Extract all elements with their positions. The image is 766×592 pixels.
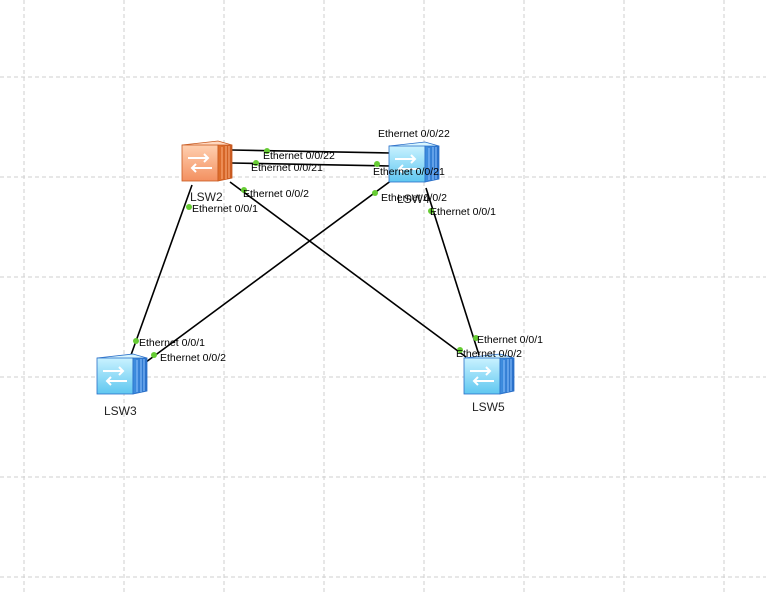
port-label: Ethernet 0/0/21 xyxy=(251,162,323,174)
port-label: Ethernet 0/0/22 xyxy=(378,128,450,140)
link-lsw4-lsw5[interactable] xyxy=(425,187,480,356)
port-dot xyxy=(133,338,139,344)
port-dots xyxy=(133,148,479,358)
switch-icon xyxy=(388,141,440,183)
switch-lsw3[interactable]: LSW3 xyxy=(96,353,148,418)
port-label: Ethernet 0/0/1 xyxy=(477,334,543,346)
port-dot xyxy=(253,160,259,166)
port-label: Ethernet 0/0/2 xyxy=(243,188,309,200)
port-label: Ethernet 0/0/21 xyxy=(373,166,445,178)
port-label: Ethernet 0/0/1 xyxy=(430,206,496,218)
switch-lsw5[interactable]: LSW5 xyxy=(463,353,515,414)
device-label: LSW5 xyxy=(472,400,505,414)
port-dot xyxy=(151,352,157,358)
links xyxy=(130,149,480,366)
switch-icon xyxy=(96,353,148,395)
port-label: Ethernet 0/0/2 xyxy=(160,352,226,364)
link-lsw2-lsw4-e22[interactable] xyxy=(231,149,391,154)
switch-lsw4[interactable]: LSW4 xyxy=(388,141,440,206)
port-label: Ethernet 0/0/2 xyxy=(456,348,522,360)
link-lsw4-lsw3[interactable] xyxy=(141,179,393,366)
port-label: Ethernet 0/0/1 xyxy=(139,337,205,349)
link-lsw2-lsw5[interactable] xyxy=(229,181,467,358)
port-dot xyxy=(372,190,378,196)
device-label: LSW2 xyxy=(190,190,223,204)
port-label: Ethernet 0/0/2 xyxy=(381,192,447,204)
switch-lsw2[interactable]: LSW2 xyxy=(181,140,233,204)
port-label: Ethernet 0/0/22 xyxy=(263,150,335,162)
device-label: LSW4 xyxy=(397,192,430,206)
port-dot xyxy=(473,335,479,341)
switch-icon xyxy=(181,140,233,182)
port-dot xyxy=(241,187,247,193)
link-lsw2-lsw3[interactable] xyxy=(130,184,193,356)
port-dot xyxy=(264,148,270,154)
port-labels: Ethernet 0/0/22 Ethernet 0/0/22 Ethernet… xyxy=(139,128,543,364)
port-dot xyxy=(457,347,463,353)
port-dot xyxy=(428,208,434,214)
switch-icon xyxy=(463,353,515,395)
port-dot xyxy=(374,161,380,167)
device-label: LSW3 xyxy=(104,404,137,418)
port-label: Ethernet 0/0/1 xyxy=(192,203,258,215)
port-dot xyxy=(186,204,192,210)
